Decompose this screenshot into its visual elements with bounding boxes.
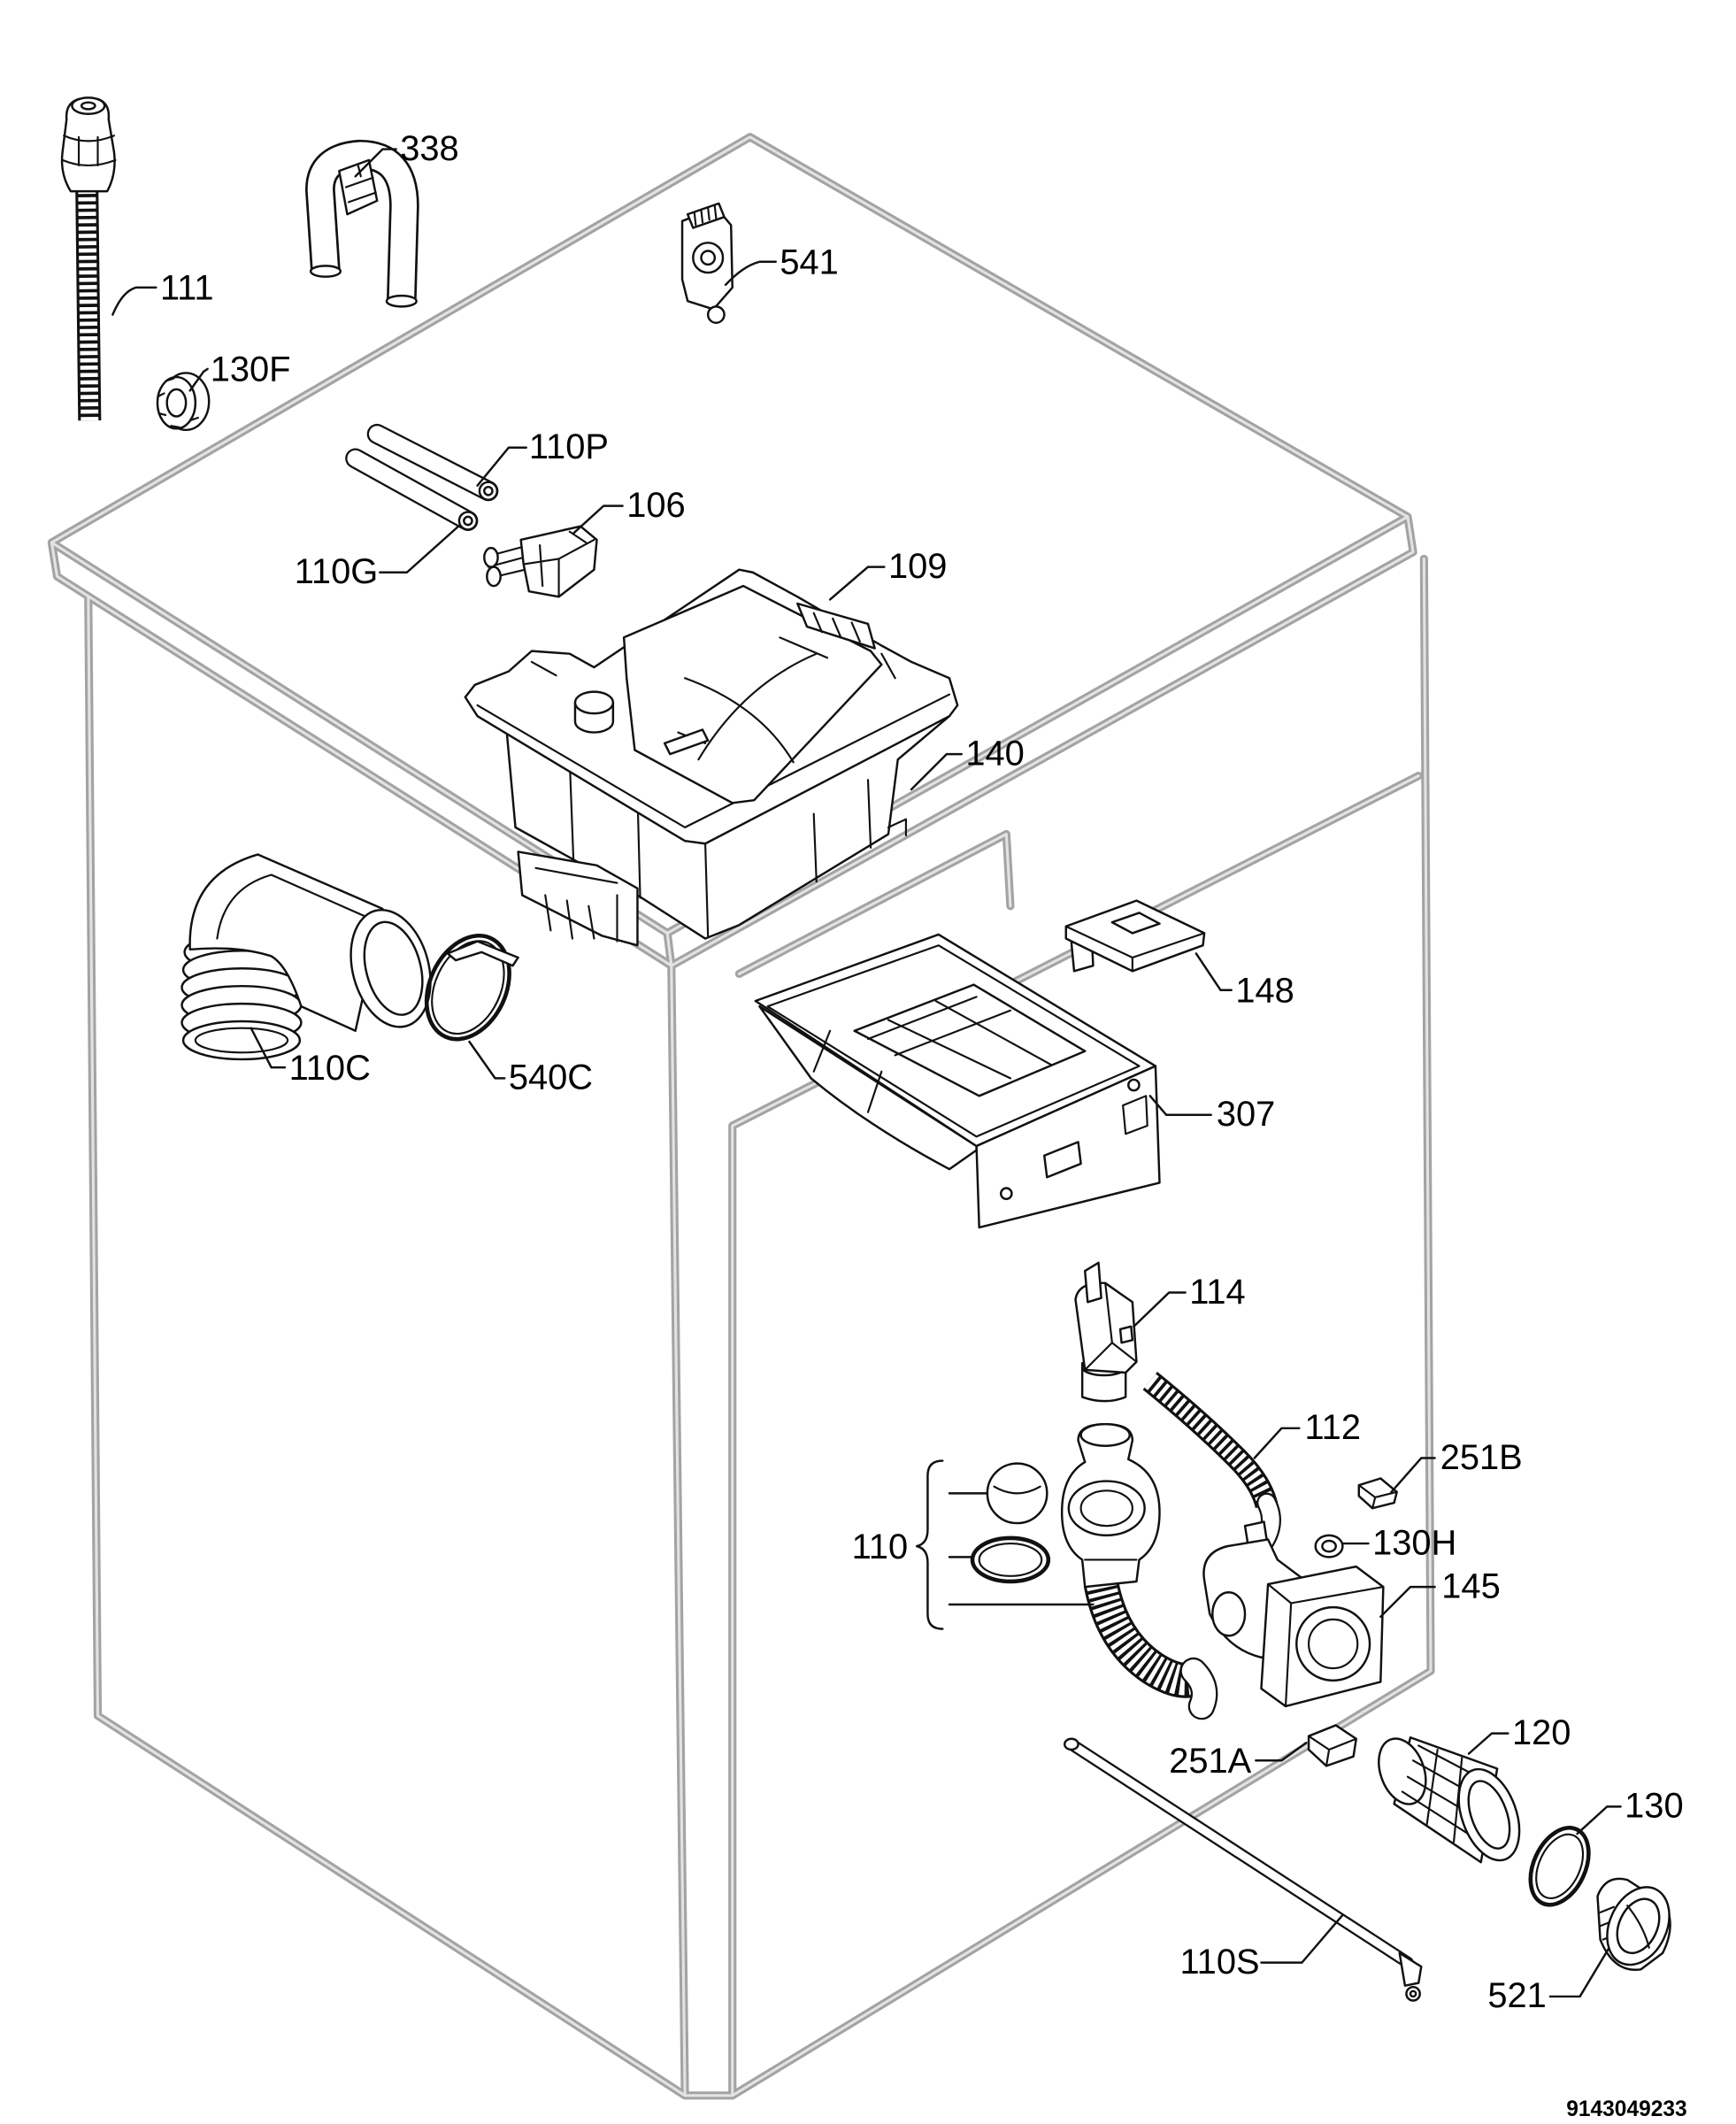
callout-110P: 110P <box>529 427 609 466</box>
leader-140 <box>910 752 963 791</box>
callout-110: 110 <box>852 1528 909 1566</box>
callout-541: 541 <box>780 243 838 282</box>
callout-251A: 251A <box>1169 1742 1251 1781</box>
leader-145 <box>1379 1585 1436 1619</box>
part-110P <box>366 423 499 502</box>
callout-145: 145 <box>1441 1566 1500 1605</box>
callout-labels: 338 111 541 130F 110P 106 110G 109 140 1… <box>160 129 1684 2015</box>
callout-140: 140 <box>965 734 1024 773</box>
leader-109 <box>828 566 886 601</box>
callout-251B: 251B <box>1440 1438 1523 1477</box>
part-307 <box>754 933 1161 1229</box>
callout-109: 109 <box>888 547 947 586</box>
part-110C <box>181 853 432 1061</box>
leader-307 <box>1148 1095 1212 1116</box>
part-114 <box>1074 1261 1138 1403</box>
callout-114: 114 <box>1189 1273 1246 1312</box>
callout-521: 521 <box>1487 1976 1546 2015</box>
leader-540C <box>468 1040 506 1080</box>
part-148 <box>1064 899 1206 973</box>
part-110 <box>970 1422 1218 1720</box>
callout-338: 338 <box>400 129 458 168</box>
part-130F <box>156 372 211 432</box>
leader-541 <box>724 260 778 287</box>
callout-307: 307 <box>1217 1095 1275 1134</box>
part-106 <box>483 525 598 598</box>
part-112 <box>1142 1372 1281 1557</box>
leader-148 <box>1194 952 1233 991</box>
callout-106: 106 <box>626 486 685 525</box>
part-251A <box>1307 1724 1357 1767</box>
part-109 <box>464 568 959 947</box>
leader-lines <box>111 148 1622 1998</box>
part-130 <box>1528 1826 1591 1907</box>
part-521 <box>1596 1877 1671 1972</box>
leader-112 <box>1253 1427 1301 1459</box>
leader-120 <box>1467 1732 1509 1755</box>
leader-130F <box>188 367 209 392</box>
callout-148: 148 <box>1235 972 1294 1011</box>
callout-130: 130 <box>1625 1787 1683 1826</box>
leader-114 <box>1133 1291 1187 1328</box>
leader-110P <box>476 446 528 487</box>
part-251B <box>1357 1477 1398 1510</box>
part-541 <box>680 202 734 324</box>
callout-130F: 130F <box>211 350 291 389</box>
part-120 <box>1378 1735 1521 1864</box>
part-130H <box>1314 1534 1344 1558</box>
leader-130 <box>1576 1805 1622 1835</box>
part-540C <box>424 933 519 1042</box>
document-code: 9143049233 <box>1566 2097 1686 2121</box>
part-145 <box>1202 1520 1385 1708</box>
callout-112: 112 <box>1304 1408 1361 1447</box>
callout-111: 111 <box>160 269 214 308</box>
bracket-110 <box>915 1459 944 1630</box>
callout-110S: 110S <box>1179 1943 1259 1982</box>
callout-110C: 110C <box>289 1049 371 1088</box>
leader-110G <box>379 525 460 573</box>
callout-540C: 540C <box>509 1058 593 1097</box>
callout-130H: 130H <box>1372 1523 1456 1562</box>
leader-521 <box>1548 1948 1610 1998</box>
part-110S <box>1063 1737 1423 2002</box>
callout-110G: 110G <box>295 552 378 591</box>
leader-106 <box>572 504 624 535</box>
leader-251A <box>1255 1742 1308 1762</box>
leader-111 <box>111 286 157 316</box>
leader-251B <box>1390 1457 1436 1494</box>
callout-120: 120 <box>1512 1713 1571 1752</box>
part-338 <box>304 139 419 308</box>
part-111 <box>60 96 117 421</box>
leader-110C <box>250 1027 287 1069</box>
leader-110S <box>1260 1913 1344 1964</box>
leader-338 <box>354 148 397 178</box>
part-110G <box>345 448 479 531</box>
